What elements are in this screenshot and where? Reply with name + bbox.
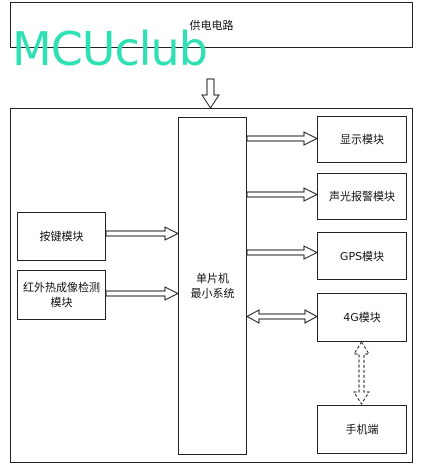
system-frame — [10, 108, 413, 463]
phone-box: 手机端 — [317, 405, 407, 454]
display-module-box: 显示模块 — [317, 116, 407, 163]
alarm-module-label: 声光报警模块 — [329, 190, 395, 203]
power-supply-label: 供电电路 — [189, 19, 234, 32]
alarm-module-box: 声光报警模块 — [317, 173, 407, 220]
mcu-box: 单片机 最小系统 — [178, 117, 247, 455]
key-module-label: 按键模块 — [39, 230, 84, 243]
mcuclub-watermark: MCUclub — [12, 22, 208, 76]
arrow-power-to-system — [201, 78, 220, 109]
mcu-label-line2: 最小系统 — [190, 287, 235, 300]
display-module-label: 显示模块 — [340, 133, 384, 146]
arrow-4g-phone-dashed — [353, 341, 370, 405]
gps-module-label: GPS模块 — [339, 249, 385, 263]
4g-module-box: 4G模块 — [317, 293, 407, 342]
4g-module-label: 4G模块 — [343, 311, 381, 324]
arrow-ir-to-mcu — [105, 286, 180, 301]
arrow-mcu-to-gps — [246, 245, 319, 260]
ir-module-label-line2: 模块 — [50, 296, 73, 309]
arrow-mcu-to-display — [246, 131, 319, 146]
phone-label: 手机端 — [345, 423, 379, 436]
ir-module-label-line1: 红外热成像检测 — [23, 281, 100, 294]
arrow-mcu-to-alarm — [246, 187, 319, 202]
gps-module-box: GPS模块 — [317, 232, 407, 280]
arrow-key-to-mcu — [105, 226, 180, 241]
key-module-box: 按键模块 — [17, 212, 106, 261]
arrow-mcu-4g-bidirectional — [245, 309, 319, 324]
power-supply-box: 供电电路 — [10, 2, 413, 48]
mcu-label-line1: 单片机 — [196, 272, 229, 285]
ir-module-box: 红外热成像检测 模块 — [17, 270, 106, 320]
